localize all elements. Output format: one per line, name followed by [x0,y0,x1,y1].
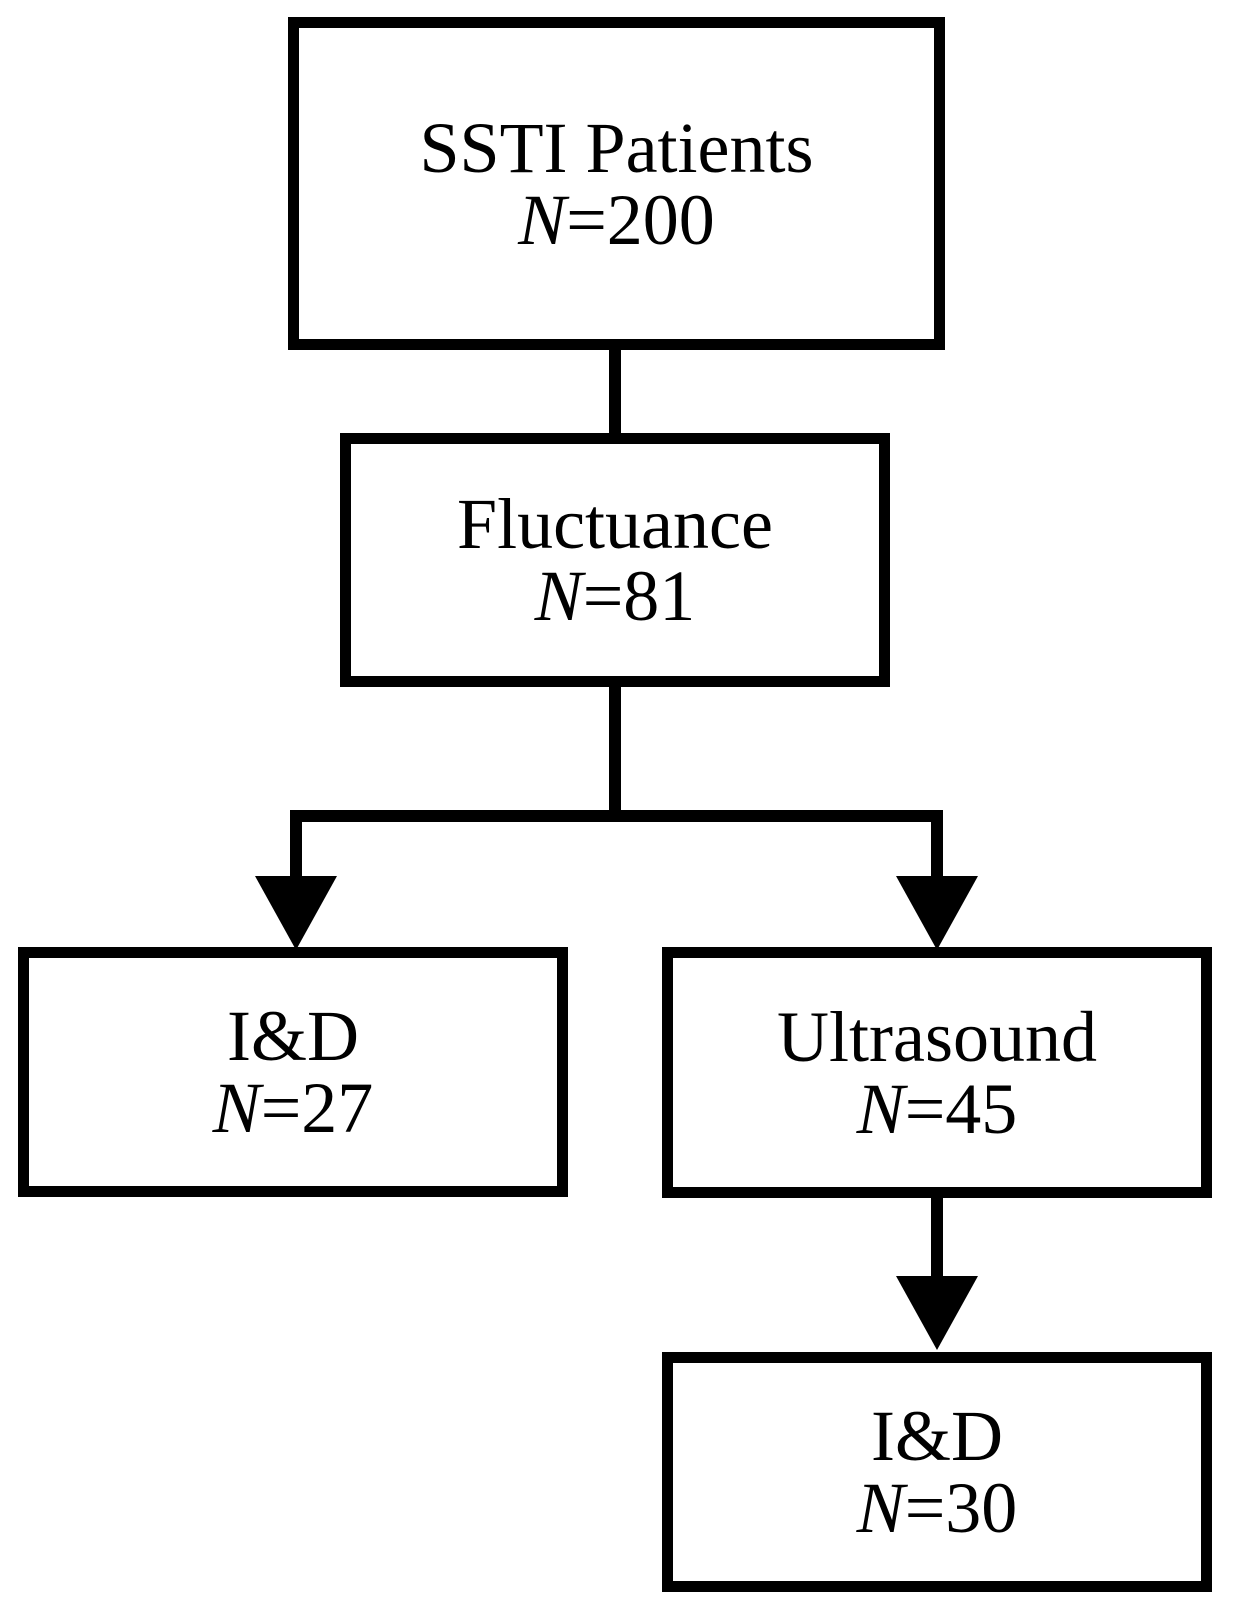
node-fluctuance: Fluctuance N=81 [340,433,890,687]
node-ssti-patients: SSTI Patients N=200 [288,17,945,350]
node-count: N=27 [212,1068,374,1148]
node-id-left: I&D N=27 [18,947,568,1197]
connector-fluctuance-down [609,682,621,822]
connector-branch-right-drop [931,810,943,880]
arrow-down-right-icon [896,876,978,950]
node-id-bottom: I&D N=30 [662,1352,1212,1592]
arrow-down-bottom-icon [896,1276,978,1350]
connector-ssti-to-fluctuance [609,345,621,438]
node-count: N=30 [856,1468,1018,1548]
node-label: I&D [227,996,359,1076]
arrow-down-left-icon [255,876,337,950]
node-count: N=200 [518,179,715,260]
node-count: N=81 [534,556,696,636]
connector-branch-left-drop [290,810,302,880]
node-label: Fluctuance [457,484,773,564]
connector-branch-horizontal [290,810,943,822]
connector-ultrasound-to-id [931,1194,943,1276]
node-ultrasound: Ultrasound N=45 [662,947,1212,1198]
node-label: SSTI Patients [419,107,814,188]
node-count: N=45 [856,1068,1018,1149]
node-label: I&D [871,1396,1003,1476]
node-label: Ultrasound [777,996,1097,1077]
